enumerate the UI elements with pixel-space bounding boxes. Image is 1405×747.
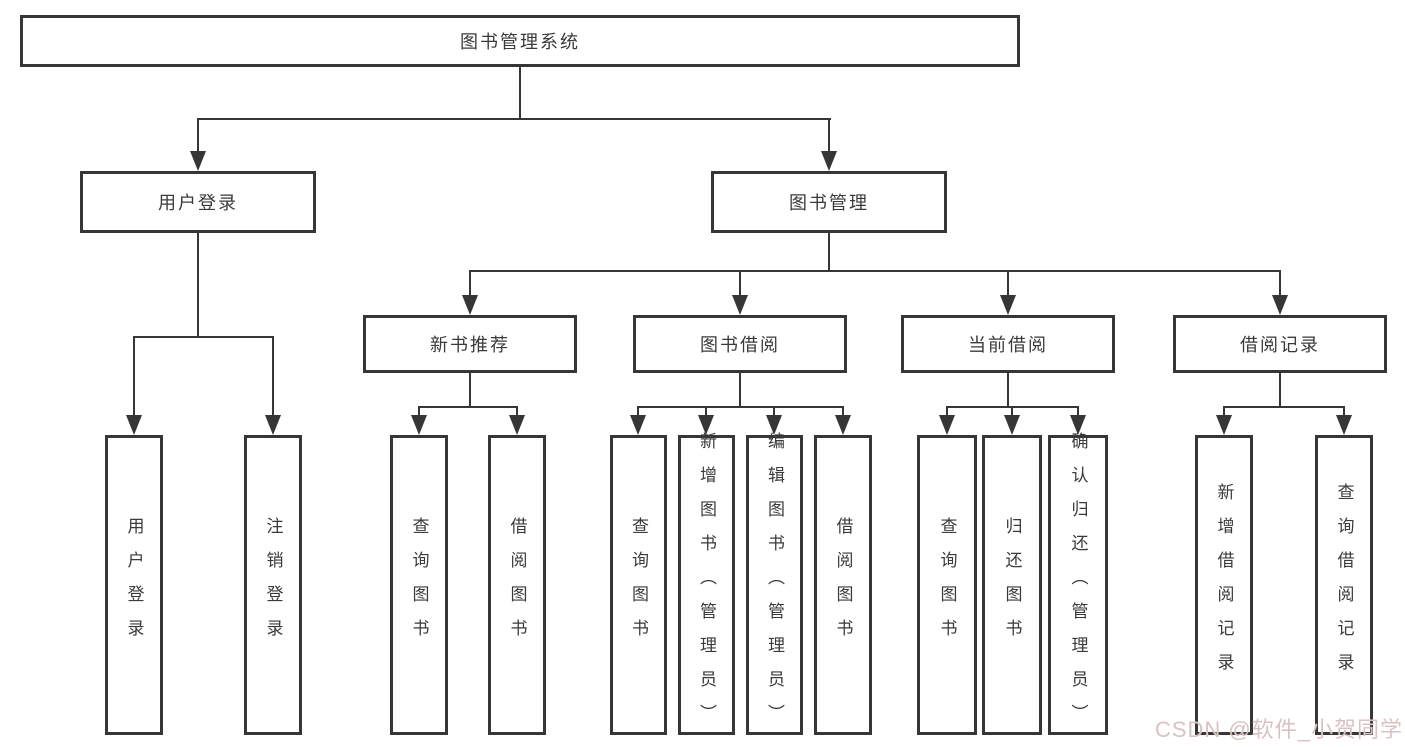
leaf-query-books-2-label: 查询图书 [629, 517, 648, 653]
connector-line [739, 373, 741, 407]
arrow-down-icon [509, 406, 525, 435]
arrow-down-icon [126, 336, 142, 435]
leaf-confirm-return-admin-label: 确认归还（管理员） [1068, 432, 1088, 738]
arrow-down-icon [1004, 406, 1020, 435]
leaf-add-books-admin-label: 新增图书（管理员） [697, 432, 716, 738]
connector-line [469, 373, 471, 407]
leaf-query-books-1-label: 查询图书 [409, 517, 429, 653]
arrow-down-icon [265, 336, 281, 435]
connector-line [637, 406, 844, 408]
node-user-login: 用户登录 [80, 171, 316, 233]
arrow-down-icon [462, 270, 478, 315]
leaf-borrow-books-2: 借阅图书 [814, 435, 872, 735]
leaf-query-borrow-record: 查询借阅记录 [1315, 435, 1373, 735]
node-root: 图书管理系统 [20, 15, 1020, 67]
node-book-management-label: 图书管理 [789, 193, 869, 213]
arrow-down-icon [1000, 270, 1016, 315]
node-book-borrowing: 图书借阅 [633, 315, 847, 373]
arrow-down-icon [411, 406, 427, 435]
leaf-user-login: 用户登录 [105, 435, 163, 735]
leaf-query-books-3-label: 查询图书 [937, 517, 957, 653]
leaf-add-books-admin: 新增图书（管理员） [678, 432, 735, 738]
leaf-logout-label: 注销登录 [263, 517, 283, 653]
arrow-down-icon [1070, 406, 1086, 435]
node-borrowing-records: 借阅记录 [1173, 315, 1387, 373]
leaf-query-books-2: 查询图书 [610, 435, 667, 735]
node-current-borrowing: 当前借阅 [901, 315, 1115, 373]
leaf-borrow-books-1-label: 借阅图书 [507, 517, 527, 653]
leaf-query-borrow-record-label: 查询借阅记录 [1334, 483, 1354, 687]
connector-line [828, 233, 830, 271]
node-user-login-label: 用户登录 [158, 193, 238, 213]
connector-line [1279, 373, 1281, 407]
leaf-user-login-label: 用户登录 [124, 517, 144, 653]
node-new-book-recommend-label: 新书推荐 [430, 335, 510, 355]
leaf-borrow-books-2-label: 借阅图书 [833, 517, 853, 653]
leaf-borrow-books-1: 借阅图书 [488, 435, 546, 735]
leaf-edit-books-admin-label: 编辑图书（管理员） [765, 432, 784, 738]
leaf-add-borrow-record: 新增借阅记录 [1195, 435, 1253, 735]
leaf-add-borrow-record-label: 新增借阅记录 [1214, 483, 1234, 687]
node-borrowing-records-label: 借阅记录 [1240, 335, 1320, 355]
arrow-down-icon [821, 118, 837, 171]
leaf-logout: 注销登录 [244, 435, 302, 735]
leaf-query-books-3: 查询图书 [917, 435, 977, 735]
connector-line [133, 336, 274, 338]
arrow-down-icon [766, 406, 782, 435]
node-root-label: 图书管理系统 [460, 32, 580, 52]
arrow-down-icon [732, 270, 748, 315]
node-new-book-recommend: 新书推荐 [363, 315, 577, 373]
arrow-down-icon [630, 406, 646, 435]
arrow-down-icon [1216, 406, 1232, 435]
leaf-return-books: 归还图书 [982, 435, 1042, 735]
leaf-edit-books-admin: 编辑图书（管理员） [746, 432, 803, 738]
connector-line [469, 270, 1281, 272]
connector-line [418, 406, 518, 408]
node-book-borrowing-label: 图书借阅 [700, 335, 780, 355]
arrow-down-icon [1336, 406, 1352, 435]
connector-line [1007, 373, 1009, 407]
arrow-down-icon [1272, 270, 1288, 315]
connector-line [197, 233, 199, 337]
node-book-management: 图书管理 [711, 171, 947, 233]
arrow-down-icon [939, 406, 955, 435]
leaf-confirm-return-admin: 确认归还（管理员） [1048, 432, 1108, 738]
leaf-query-books-1: 查询图书 [390, 435, 448, 735]
arrow-down-icon [835, 406, 851, 435]
connector-line [519, 67, 521, 119]
arrow-down-icon [698, 406, 714, 435]
leaf-return-books-label: 归还图书 [1002, 517, 1022, 653]
connector-line [1223, 406, 1345, 408]
node-current-borrowing-label: 当前借阅 [968, 335, 1048, 355]
connector-line [197, 118, 831, 120]
arrow-down-icon [190, 118, 206, 171]
csdn-watermark: CSDN @软件_小贺同学 [1154, 717, 1403, 742]
